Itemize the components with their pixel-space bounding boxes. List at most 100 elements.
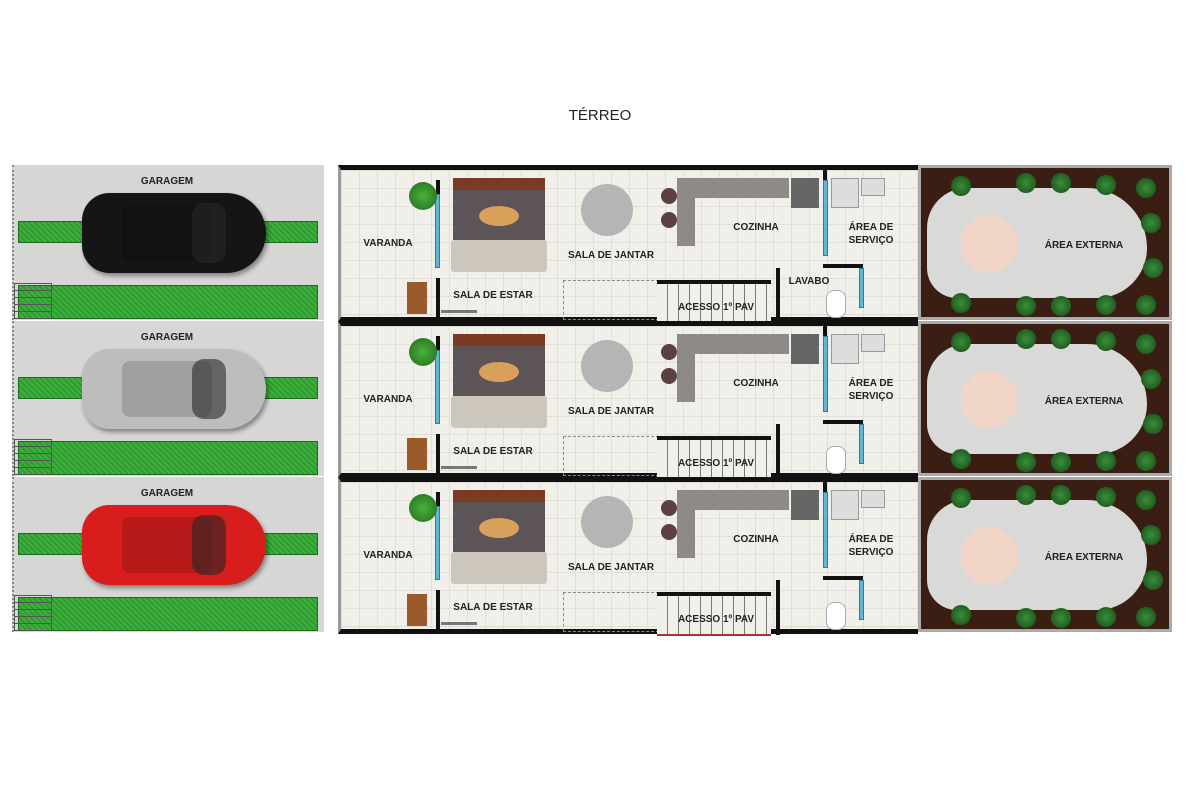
window bbox=[435, 194, 440, 268]
sofa bbox=[451, 552, 547, 584]
plant-icon bbox=[409, 494, 437, 522]
shrub-icon bbox=[951, 449, 971, 469]
shrub-icon bbox=[1136, 451, 1156, 471]
stool bbox=[661, 212, 677, 228]
outdoor-area bbox=[918, 477, 1172, 632]
shrub-icon bbox=[1096, 487, 1116, 507]
shrub-icon bbox=[1136, 178, 1156, 198]
window bbox=[435, 506, 440, 580]
tv-stand bbox=[453, 334, 545, 346]
shrub-icon bbox=[1051, 173, 1071, 193]
shrub-icon bbox=[951, 488, 971, 508]
car bbox=[82, 349, 266, 429]
gate bbox=[14, 595, 52, 631]
refrigerator bbox=[791, 490, 819, 520]
kitchen-counter bbox=[695, 490, 789, 510]
garage-label: GARAGEM bbox=[140, 488, 194, 499]
service-area-label: ÁREA DE SERVIÇO bbox=[848, 378, 894, 402]
house bbox=[338, 165, 918, 324]
shrub-icon bbox=[1141, 369, 1161, 389]
floor-title: TÉRREO bbox=[568, 107, 632, 124]
coffee-table bbox=[479, 206, 519, 226]
shrub-icon bbox=[1016, 485, 1036, 505]
window bbox=[823, 180, 828, 256]
grass-strip bbox=[18, 597, 318, 631]
shrub-icon bbox=[1016, 452, 1036, 472]
stool bbox=[661, 368, 677, 384]
gate bbox=[14, 439, 52, 475]
counter bbox=[677, 334, 695, 402]
tv-stand bbox=[453, 490, 545, 502]
shrub-icon bbox=[1051, 452, 1071, 472]
umbrella-table bbox=[961, 372, 1017, 428]
outdoor-area bbox=[918, 165, 1172, 320]
house bbox=[338, 321, 918, 480]
dining-room-label: SALA DE JANTAR bbox=[567, 406, 655, 417]
shrub-icon bbox=[1051, 485, 1071, 505]
shrub-icon bbox=[1143, 414, 1163, 434]
toilet bbox=[826, 446, 846, 474]
dining-table bbox=[581, 184, 633, 236]
dining-table bbox=[581, 340, 633, 392]
garage-label: GARAGEM bbox=[140, 176, 194, 187]
shrub-icon bbox=[1143, 570, 1163, 590]
gate bbox=[14, 283, 52, 319]
washing-machine bbox=[831, 178, 859, 208]
window bbox=[823, 336, 828, 412]
grass-strip bbox=[18, 285, 318, 319]
dining-room-label: SALA DE JANTAR bbox=[567, 250, 655, 261]
entrance-arrow-icon bbox=[441, 310, 477, 313]
sofa bbox=[451, 240, 547, 272]
shrub-icon bbox=[1051, 608, 1071, 628]
shrub-icon bbox=[1016, 173, 1036, 193]
service-area-label: ÁREA DE SERVIÇO bbox=[848, 222, 894, 246]
umbrella-table bbox=[961, 216, 1017, 272]
porch-label: VARANDA bbox=[363, 394, 413, 405]
kitchen-label: COZINHA bbox=[733, 378, 779, 389]
outdoor-area-label: ÁREA EXTERNA bbox=[1044, 240, 1124, 251]
stairs-label: ACESSO 1º PAV bbox=[677, 302, 755, 313]
washroom-label: LAVABO bbox=[788, 276, 830, 287]
window bbox=[859, 424, 864, 464]
porch-label: VARANDA bbox=[363, 238, 413, 249]
shrub-icon bbox=[1096, 607, 1116, 627]
stairs-label: ACESSO 1º PAV bbox=[677, 458, 755, 469]
car bbox=[82, 505, 266, 585]
house bbox=[338, 477, 918, 636]
kitchen-counter bbox=[695, 178, 789, 198]
tv-stand bbox=[453, 178, 545, 190]
kitchen-label: COZINHA bbox=[733, 534, 779, 545]
stairs-lower bbox=[563, 280, 659, 320]
coffee-table bbox=[479, 362, 519, 382]
stairs bbox=[657, 280, 771, 324]
shrub-icon bbox=[1051, 296, 1071, 316]
garage bbox=[12, 477, 324, 632]
entrance-arrow-icon bbox=[441, 466, 477, 469]
shrub-icon bbox=[951, 332, 971, 352]
shrub-icon bbox=[1141, 213, 1161, 233]
living-room-label: SALA DE ESTAR bbox=[453, 602, 533, 613]
garage bbox=[12, 321, 324, 476]
shrub-icon bbox=[1143, 258, 1163, 278]
window bbox=[859, 580, 864, 620]
stairs-lower bbox=[563, 592, 659, 632]
stool bbox=[661, 500, 677, 516]
shrub-icon bbox=[951, 605, 971, 625]
shrub-icon bbox=[1136, 607, 1156, 627]
shrub-icon bbox=[1016, 329, 1036, 349]
shrub-icon bbox=[1136, 490, 1156, 510]
stool bbox=[661, 188, 677, 204]
entrance-arrow-icon bbox=[441, 622, 477, 625]
plant-icon bbox=[409, 182, 437, 210]
outdoor-area-label: ÁREA EXTERNA bbox=[1044, 396, 1124, 407]
window bbox=[435, 350, 440, 424]
counter bbox=[677, 178, 695, 246]
shrub-icon bbox=[1016, 608, 1036, 628]
shrub-icon bbox=[1016, 296, 1036, 316]
laundry-sink bbox=[861, 334, 885, 352]
kitchen-label: COZINHA bbox=[733, 222, 779, 233]
shrub-icon bbox=[1051, 329, 1071, 349]
coffee-table bbox=[479, 518, 519, 538]
